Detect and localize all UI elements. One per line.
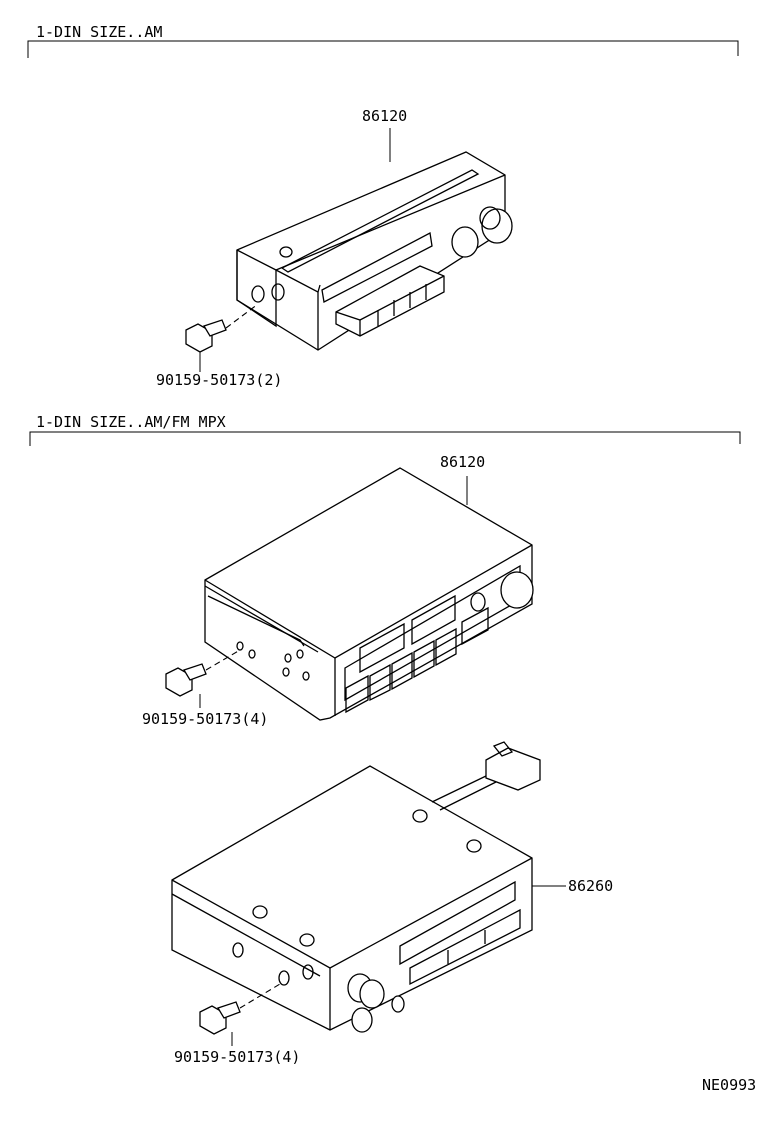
section-1-title: 1-DIN SIZE..AM: [36, 23, 162, 41]
bolt-icon: [165, 663, 207, 697]
bolt-icon: [185, 319, 227, 353]
section-2-title: 1-DIN SIZE..AM/FM MPX: [36, 413, 226, 431]
part-label-86120-a: 86120: [362, 107, 407, 125]
part-label-bolt-a: 90159-50173(2): [156, 371, 282, 389]
part-label-86120-b: 86120: [440, 453, 485, 471]
drawing-code: NE0993: [702, 1076, 756, 1094]
cassette-deck-unit: [171, 741, 541, 1033]
bolt-icon: [199, 1001, 241, 1035]
section-1-bracket: [27, 40, 739, 58]
section-2-bracket: [29, 431, 741, 446]
dashed-line: [239, 983, 281, 1009]
part-label-bolt-c: 90159-50173(4): [174, 1048, 300, 1066]
part-label-bolt-b: 90159-50173(4): [142, 710, 268, 728]
radio-amfm-unit: [204, 467, 534, 721]
part-label-86260: 86260: [568, 877, 613, 895]
dashed-line: [225, 303, 259, 329]
radio-am-unit: [236, 151, 513, 351]
dashed-line: [205, 649, 241, 671]
